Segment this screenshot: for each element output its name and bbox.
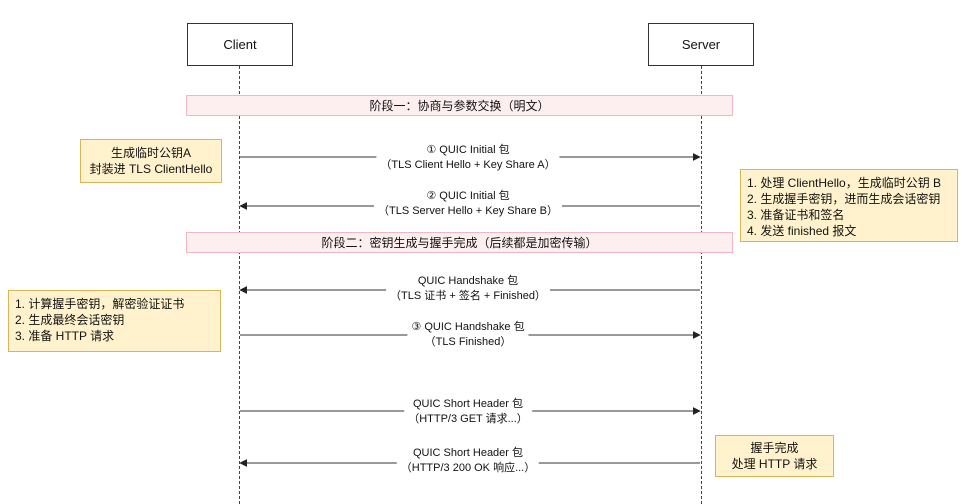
note-client-verify-line2: 2. 生成最终会话密钥 — [15, 313, 125, 327]
note-server-process-line4: 4. 发送 finished 报文 — [747, 224, 857, 238]
note-client-verify-line3: 3. 准备 HTTP 请求 — [15, 329, 115, 343]
message-4-line1: ③ QUIC Handshake 包 — [411, 321, 525, 333]
participant-server: Server — [648, 23, 754, 66]
message-6-label: QUIC Short Header 包 （HTTP/3 200 OK 响应...… — [396, 446, 540, 476]
note-server-done-line2: 处理 HTTP 请求 — [731, 457, 818, 471]
participant-client-label: Client — [223, 37, 257, 52]
server-lifeline — [701, 66, 702, 504]
message-4-line2: （TLS Finished） — [424, 336, 512, 348]
message-5-line2: （HTTP/3 GET 请求...） — [408, 413, 528, 425]
message-1-label: ① QUIC Initial 包 （TLS Client Hello + Key… — [376, 143, 560, 173]
note-server-done-line1: 握手完成 — [750, 441, 799, 455]
message-2-line2: （TLS Server Hello + Key Share B） — [377, 205, 559, 217]
note-client-keygen-line2: 封装进 TLS ClientHello — [89, 162, 213, 176]
message-2-line1: ② QUIC Initial 包 — [426, 190, 510, 202]
message-5-label: QUIC Short Header 包 （HTTP/3 GET 请求...） — [404, 397, 532, 427]
phase-1-band: 阶段一：协商与参数交换（明文） — [186, 95, 733, 116]
note-client-verify: 1. 计算握手密钥，解密验证证书 2. 生成最终会话密钥 3. 准备 HTTP … — [8, 290, 221, 352]
note-server-process: 1. 处理 ClientHello，生成临时公钥 B 2. 生成握手密钥，进而生… — [740, 169, 958, 242]
message-6-line1: QUIC Short Header 包 — [412, 447, 524, 459]
note-server-process-line2: 2. 生成握手密钥，进而生成会话密钥 — [747, 192, 941, 206]
note-client-keygen: 生成临时公钥A 封装进 TLS ClientHello — [80, 139, 222, 183]
message-2-label: ② QUIC Initial 包 （TLS Server Hello + Key… — [373, 189, 563, 219]
message-1-line2: （TLS Client Hello + Key Share A） — [380, 159, 556, 171]
participant-client: Client — [187, 23, 293, 66]
message-3-line1: QUIC Handshake 包 — [417, 275, 519, 287]
participant-server-label: Server — [681, 37, 721, 52]
phase-2-band: 阶段二：密钥生成与握手完成（后续都是加密传输） — [186, 232, 733, 253]
client-lifeline — [239, 66, 240, 504]
message-5-line1: QUIC Short Header 包 — [412, 398, 524, 410]
message-3-line2: （TLS 证书 + 签名 + Finished） — [390, 290, 546, 302]
note-client-verify-line1: 1. 计算握手密钥，解密验证证书 — [15, 297, 185, 311]
note-client-keygen-line1: 生成临时公钥A — [110, 146, 191, 160]
phase-2-label: 阶段二：密钥生成与握手完成（后续都是加密传输） — [321, 236, 598, 250]
note-server-done: 握手完成 处理 HTTP 请求 — [715, 435, 834, 477]
note-server-process-line3: 3. 准备证书和签名 — [747, 208, 845, 222]
phase-1-label: 阶段一：协商与参数交换（明文） — [369, 99, 550, 113]
message-6-line2: （HTTP/3 200 OK 响应...） — [400, 462, 536, 474]
note-server-process-line1: 1. 处理 ClientHello，生成临时公钥 B — [747, 176, 942, 190]
message-1-line1: ① QUIC Initial 包 — [426, 144, 510, 156]
message-3-label: QUIC Handshake 包 （TLS 证书 + 签名 + Finished… — [386, 274, 550, 304]
message-4-label: ③ QUIC Handshake 包 （TLS Finished） — [407, 320, 529, 350]
